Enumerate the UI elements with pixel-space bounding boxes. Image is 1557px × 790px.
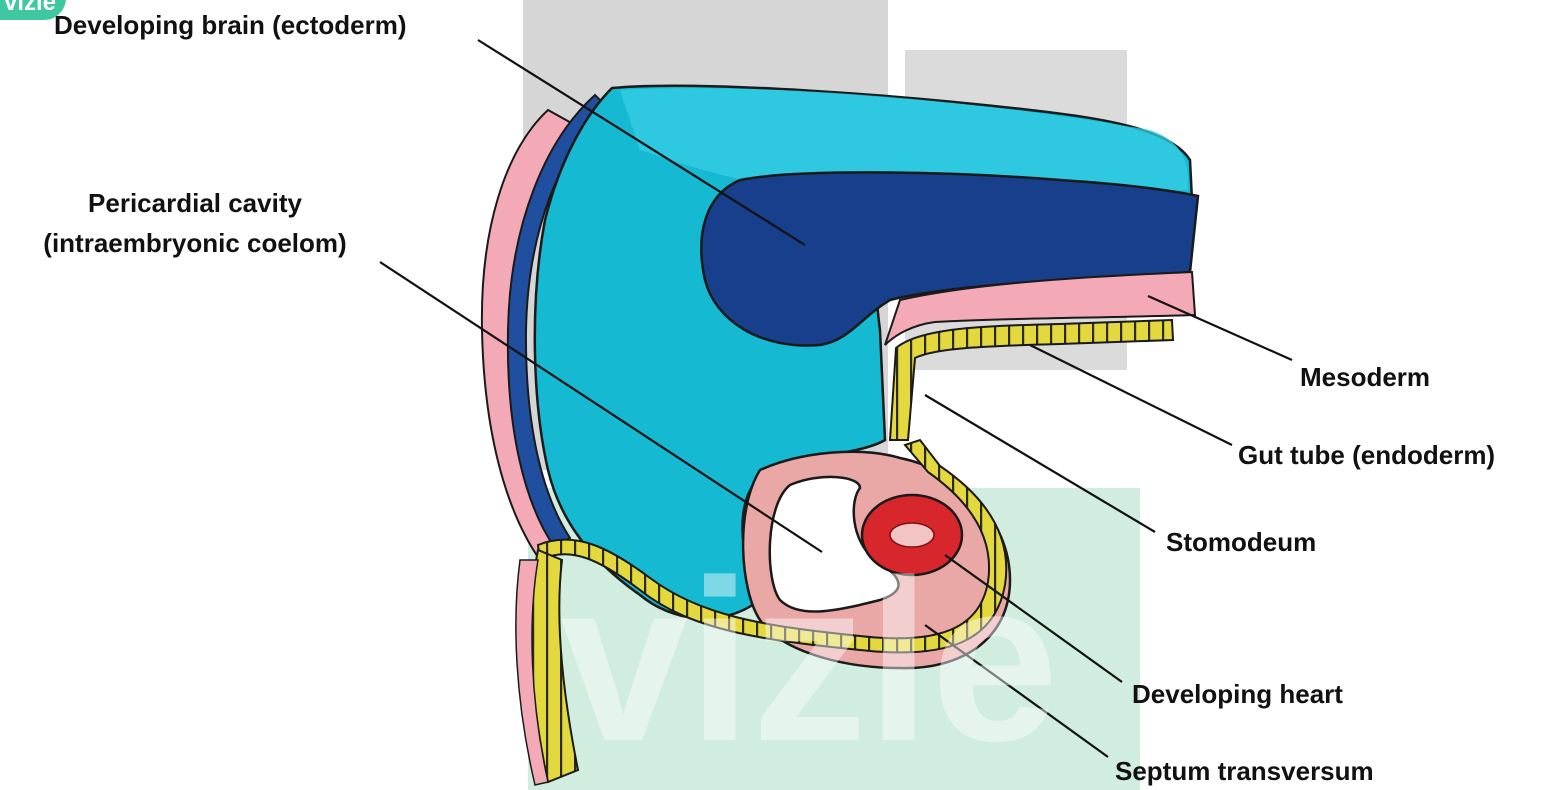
gut-tube-dorsal [890, 320, 1173, 440]
label-pericardial-cavity-line1: Pericardial cavity [10, 186, 380, 220]
label-mesoderm: Mesoderm [1300, 360, 1430, 394]
label-developing-heart: Developing heart [1132, 677, 1343, 711]
watermark-brand-text: vizle [560, 532, 1059, 789]
label-pericardial-cavity: Pericardial cavity (intraembryonic coelo… [10, 186, 380, 260]
label-stomodeum: Stomodeum [1166, 525, 1316, 559]
leader-gut-tube [1030, 345, 1232, 445]
label-developing-brain: Developing brain (ectoderm) [54, 8, 407, 42]
label-gut-tube: Gut tube (endoderm) [1238, 438, 1495, 472]
label-septum-transversum: Septum transversum [1115, 754, 1374, 788]
label-pericardial-cavity-line2: (intraembryonic coelom) [10, 226, 380, 260]
